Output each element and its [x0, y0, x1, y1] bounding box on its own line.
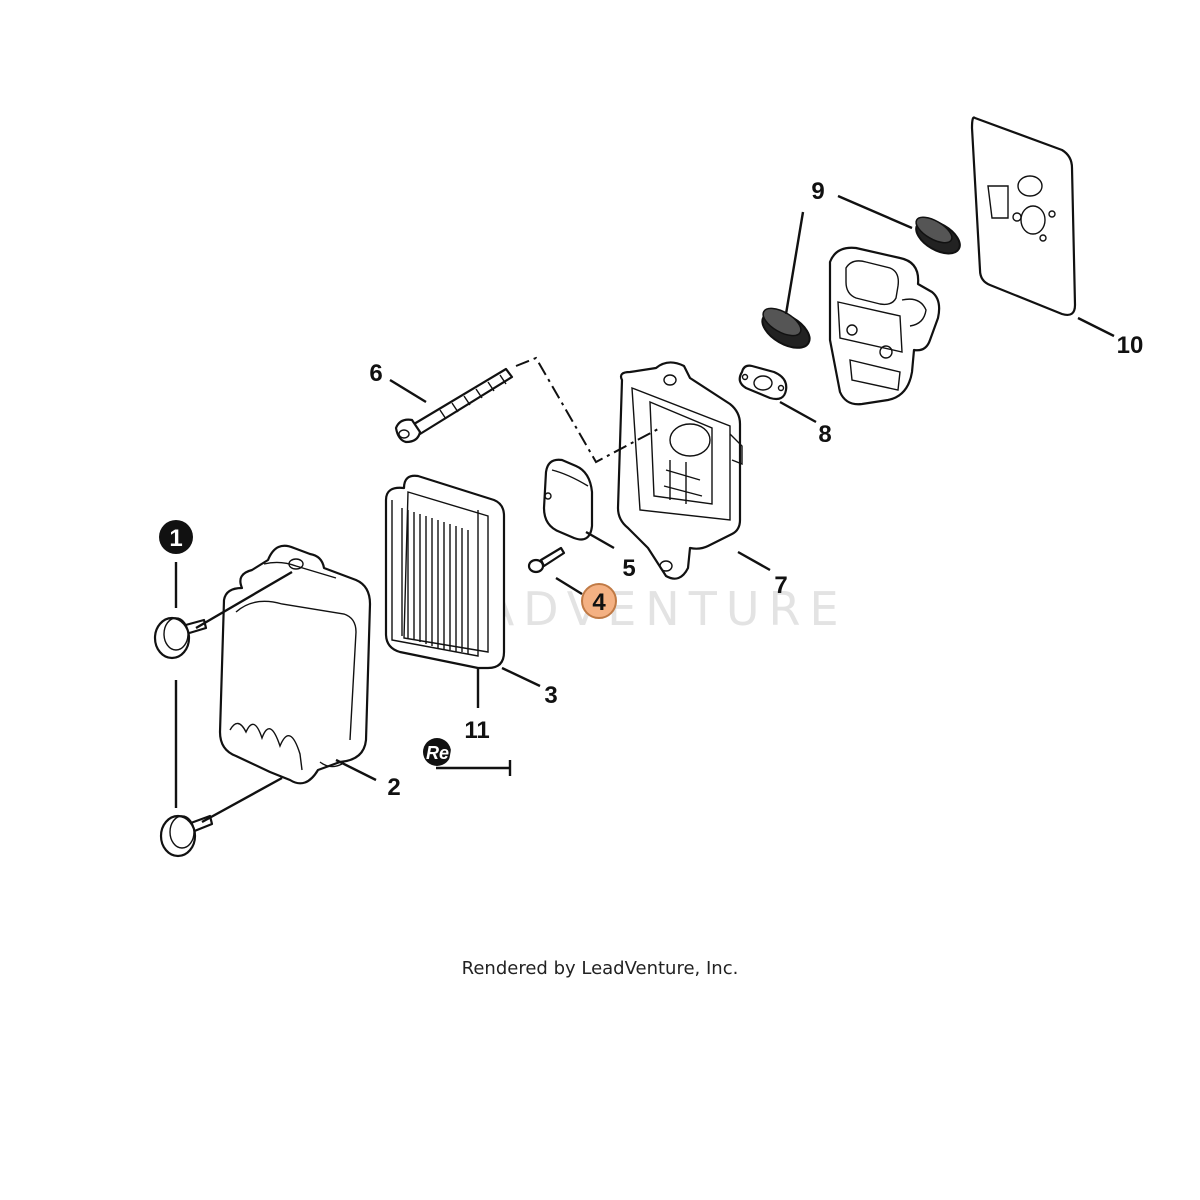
- callout-3[interactable]: 3: [544, 682, 557, 709]
- part-carb-gasket[interactable]: [738, 364, 788, 401]
- part-seal-upper[interactable]: [911, 212, 966, 260]
- callout-11[interactable]: 11: [464, 717, 489, 744]
- callout-1[interactable]: 1: [159, 520, 193, 554]
- callout-9[interactable]: 9: [811, 178, 824, 205]
- part-breather-cap[interactable]: [542, 458, 594, 541]
- callout-8[interactable]: 8: [818, 421, 831, 448]
- callout-4[interactable]: 4: [581, 583, 617, 619]
- part-gasket[interactable]: [970, 116, 1077, 317]
- part-air-filter[interactable]: [384, 474, 506, 670]
- part-filter-base[interactable]: [616, 361, 743, 580]
- part-knob-lower[interactable]: [159, 814, 214, 858]
- part-carburetor: [828, 246, 941, 406]
- callout-6[interactable]: 6: [369, 360, 382, 387]
- repower-logo: RePower: [423, 738, 512, 776]
- footer-credit: Rendered by LeadVenture, Inc.: [461, 958, 739, 979]
- leader-lines: [174, 194, 1115, 824]
- part-bolt[interactable]: [394, 367, 514, 444]
- callout-4-label: 4: [592, 589, 606, 616]
- part-cover[interactable]: [218, 544, 372, 785]
- callout-10[interactable]: 10: [1117, 332, 1144, 359]
- repower-logo-text: RePower: [426, 743, 504, 763]
- callout-2[interactable]: 2: [387, 774, 400, 801]
- part-seal-lower[interactable]: [756, 303, 815, 355]
- callout-5[interactable]: 5: [622, 555, 635, 582]
- part-screw[interactable]: [527, 546, 566, 574]
- part-knob-upper[interactable]: [153, 616, 208, 660]
- callout-7[interactable]: 7: [774, 572, 787, 599]
- callout-1-label: 1: [169, 525, 182, 552]
